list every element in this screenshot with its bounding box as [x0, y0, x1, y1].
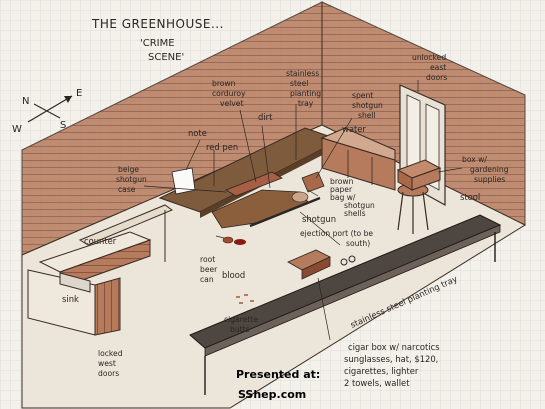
- label-locked-2: west: [98, 359, 116, 368]
- long-steel-tray: [189, 214, 502, 395]
- shotgun-case: [225, 171, 283, 197]
- label-bag-3: bag w/: [330, 193, 356, 202]
- cigar-box: [287, 249, 331, 280]
- compass-w: W: [12, 124, 22, 135]
- label-bag-5: shells: [344, 209, 366, 218]
- label-red-pen: red pen: [206, 142, 238, 152]
- label-beige-3: case: [118, 185, 136, 194]
- label-unlocked-3: doors: [426, 73, 447, 82]
- label-locked-1: locked: [98, 349, 123, 358]
- cigarette-butts: [236, 294, 254, 304]
- label-cigar-1: cigar box w/ narcotics: [348, 342, 440, 352]
- compass-n: N: [22, 96, 29, 107]
- leader-lines: [143, 80, 463, 341]
- label-unlocked-2: east: [430, 63, 446, 72]
- label-bag-2: paper: [330, 185, 353, 194]
- label-root-3: can: [200, 275, 214, 284]
- label-stool: stool: [460, 192, 480, 202]
- shotgun: [249, 196, 321, 228]
- title-line3: SCENE': [148, 52, 184, 63]
- blood-spot: [234, 239, 246, 245]
- label-brown-2: corduroy: [212, 89, 246, 98]
- label-root-2: beer: [200, 265, 218, 274]
- label-note: note: [188, 128, 207, 138]
- label-spent-2: shotgun: [352, 101, 383, 110]
- label-ejection-2: south): [346, 239, 370, 248]
- brown-paper-bag: [301, 171, 325, 193]
- label-beige-2: shotgun: [116, 175, 147, 184]
- label-unlocked-1: unlocked: [412, 53, 446, 62]
- title-line1: THE GREENHOUSE...: [91, 17, 224, 31]
- label-cig-butts-2: butts: [230, 325, 250, 334]
- gardening-box: [396, 159, 442, 191]
- north-counter: [78, 204, 174, 262]
- label-gardening-2: gardening: [470, 165, 509, 174]
- label-shotgun: shotgun: [302, 214, 336, 224]
- label-root-1: root: [200, 255, 215, 264]
- label-blood: blood: [222, 270, 245, 280]
- label-ejection-1: ejection port (to be: [300, 229, 373, 238]
- label-brown-3: velvet: [220, 99, 243, 108]
- water-cabinet: [320, 127, 396, 191]
- label-spent-1: spent: [352, 91, 373, 100]
- label-brown-1: brown: [212, 79, 236, 88]
- label-gardening-3: supplies: [474, 175, 505, 184]
- label-steel-tray-2: steel: [290, 79, 308, 88]
- note: [171, 167, 196, 195]
- label-cigar-3: cigarettes, lighter: [344, 366, 419, 376]
- label-dirt: dirt: [258, 112, 273, 122]
- label-beige-1: beige: [118, 165, 139, 174]
- counter-block: [27, 231, 152, 336]
- label-locked-3: doors: [98, 369, 119, 378]
- sunglasses: [340, 255, 356, 266]
- promo-line1: Presented at:: [236, 368, 320, 381]
- label-bag-1: brown: [330, 177, 354, 186]
- label-spent-3: shell: [358, 111, 376, 120]
- label-water: water: [342, 124, 366, 134]
- compass-rose: N E S W: [12, 88, 82, 135]
- label-cigar-2: sunglasses, hat, $120,: [344, 354, 438, 364]
- label-cigar-4: 2 towels, wallet: [344, 378, 410, 388]
- label-steel-tray-3: planting: [290, 89, 321, 98]
- label-steel-tray-1: stainless: [286, 69, 319, 78]
- label-bag-4: shotgun: [344, 201, 375, 210]
- label-steel-tray-4: tray: [298, 99, 314, 108]
- label-gardening-1: box w/: [462, 155, 487, 164]
- title-line2: 'CRIME: [140, 38, 175, 49]
- label-cig-butts-1: cigarette: [224, 315, 258, 324]
- promo-line2: SShep.com: [238, 388, 306, 401]
- root-beer-can: [222, 236, 234, 244]
- label-counter: counter: [84, 236, 117, 246]
- label-sink: sink: [62, 294, 79, 304]
- compass-e: E: [76, 88, 82, 99]
- compass-s: S: [60, 120, 66, 131]
